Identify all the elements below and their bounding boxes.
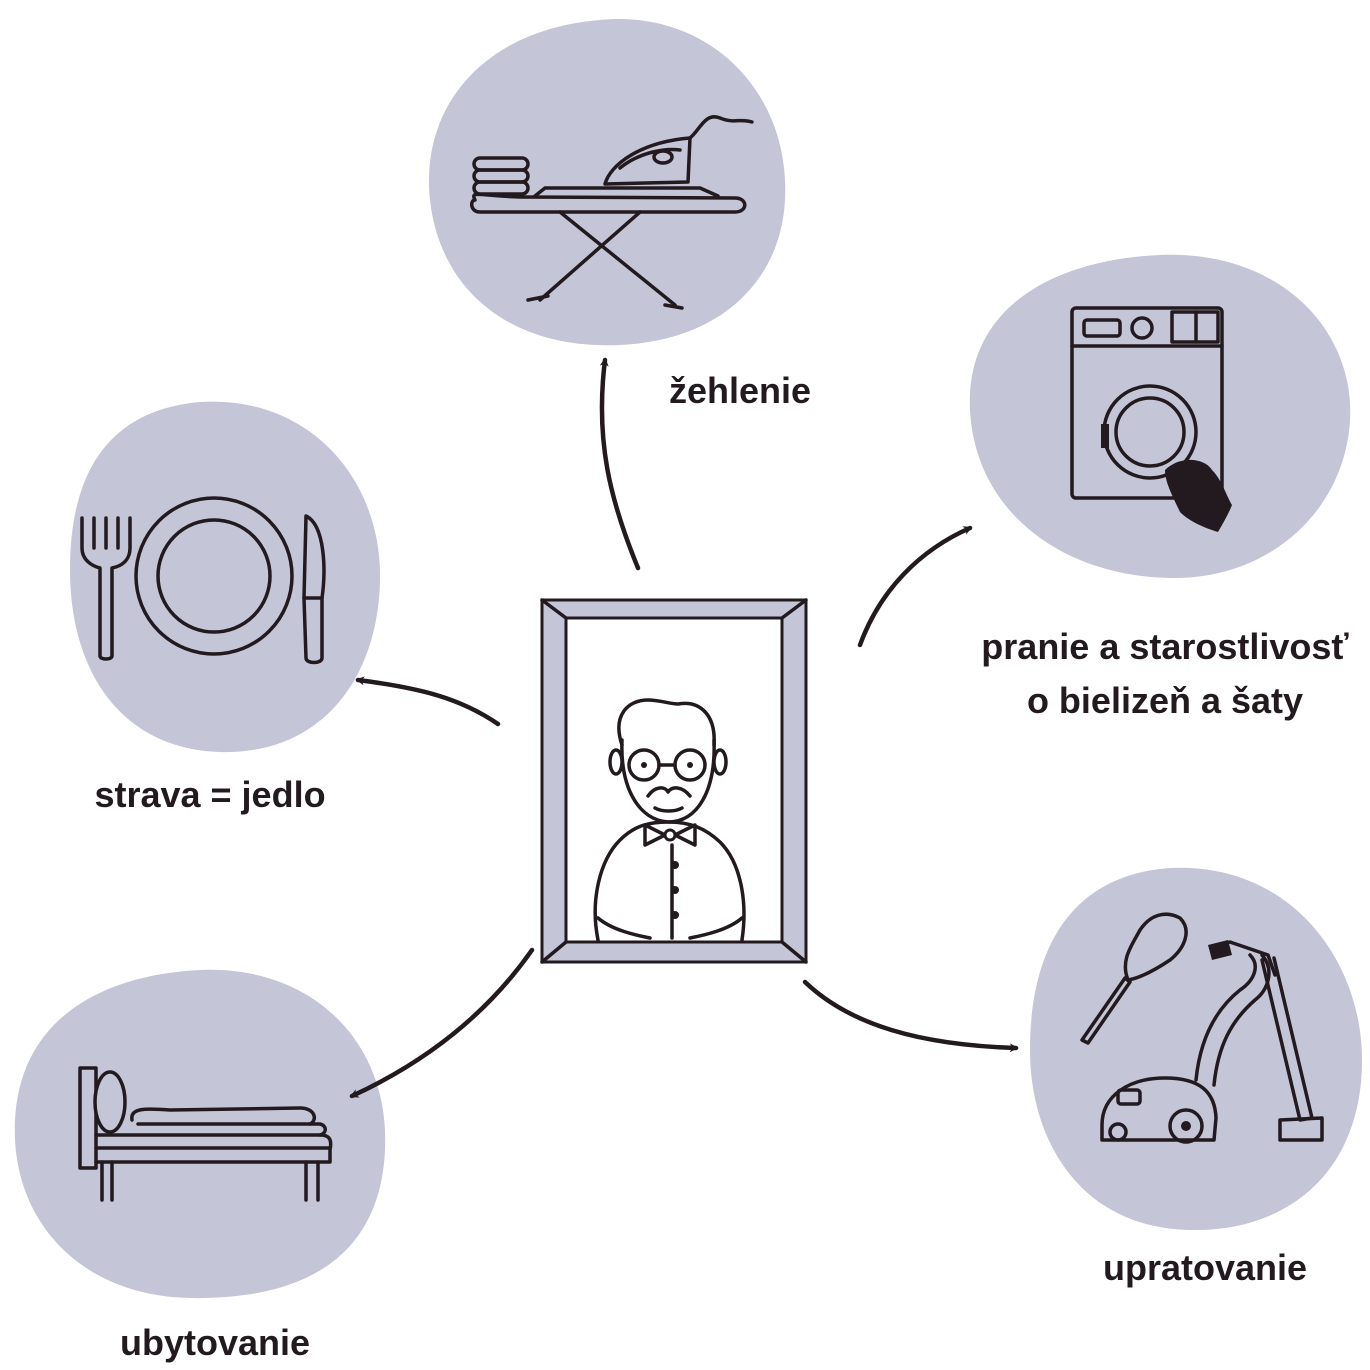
blob-cleaning	[1030, 868, 1362, 1230]
blob-laundry	[970, 255, 1350, 578]
label-lodging: ubytovanie	[80, 1320, 350, 1365]
arrow-to-food	[358, 680, 498, 724]
label-cleaning: upratovanie	[1070, 1245, 1340, 1290]
label-laundry-line2: o bielizeň a šaty	[960, 678, 1370, 723]
blob-food	[70, 402, 380, 752]
framed-portrait-of-elderly-man-icon	[542, 600, 806, 962]
arrow-to-laundry	[860, 528, 970, 645]
arrow-to-lodging	[352, 950, 532, 1096]
label-ironing: žehlenie	[640, 368, 840, 413]
label-food: strava = jedlo	[60, 772, 360, 817]
arrow-to-ironing	[602, 360, 638, 568]
label-laundry-line1: pranie a starostlivosť	[960, 624, 1370, 669]
arrow-to-cleaning	[805, 982, 1016, 1048]
